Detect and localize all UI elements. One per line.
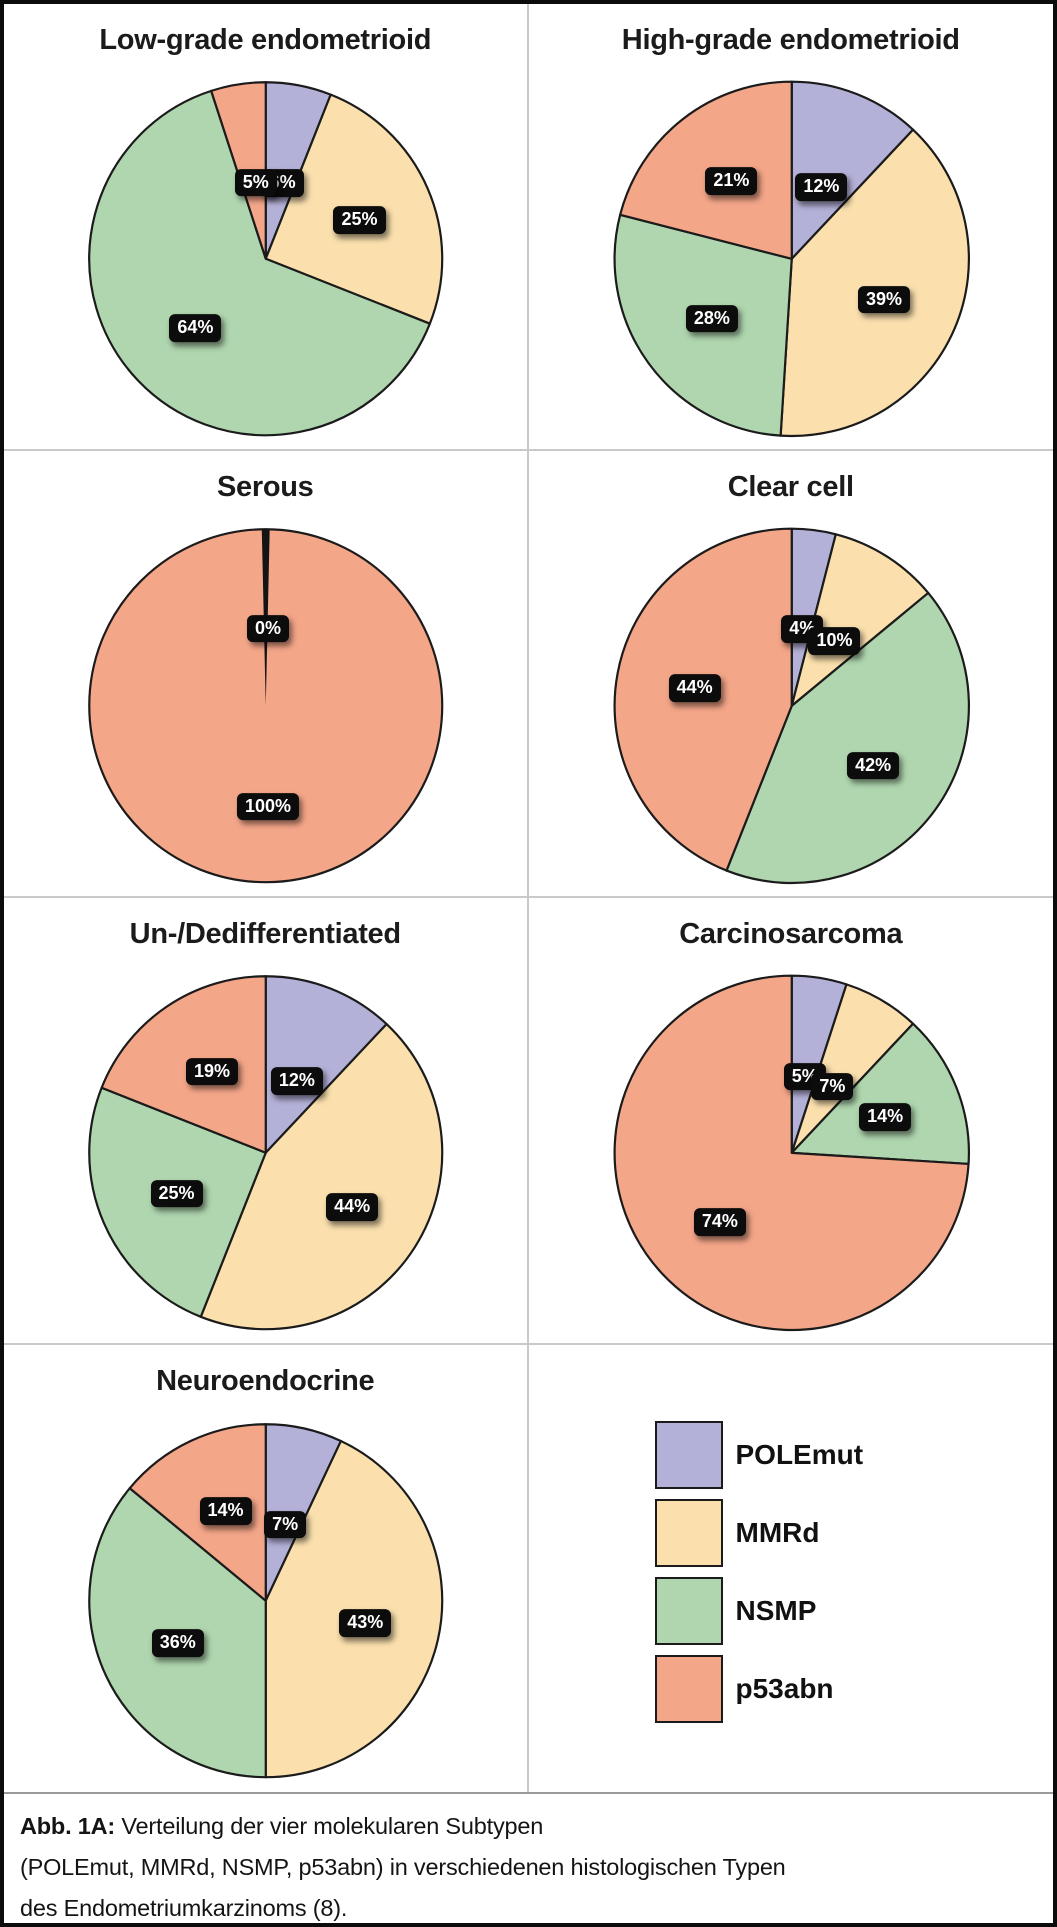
pie-panel-high-grade-endometrioid: High-grade endometrioid 12% 39% 28% 21%: [528, 4, 1053, 451]
slice-label: 42%: [847, 751, 900, 780]
pie-slice-nsmp: [724, 591, 970, 885]
pie-chart: [88, 1423, 444, 1779]
slice-label: 0%: [246, 614, 290, 643]
slice-label: 10%: [808, 626, 861, 655]
pie-slice-mmrd: [779, 128, 970, 438]
pie-slice-polemut: [790, 80, 914, 260]
legend-item-nsmp: NSMP: [654, 1577, 864, 1645]
pie-slice-mmrd: [199, 1022, 444, 1331]
slice-label: 5%: [234, 168, 277, 197]
pie-chart: [613, 974, 970, 1332]
slice-label: 28%: [685, 304, 738, 333]
legend: POLEmut MMRd NSMP p53abn: [654, 1421, 864, 1723]
legend-panel: POLEmut MMRd NSMP p53abn: [528, 1345, 1053, 1792]
panel-title: Serous: [216, 471, 314, 503]
panel-title: Carcinosarcoma: [679, 918, 903, 950]
caption-line-1-text: Verteilung der vier molekularen Subtypen: [115, 1813, 544, 1839]
slice-label: 43%: [339, 1608, 392, 1637]
slice-label: 39%: [857, 285, 910, 314]
caption-line-2: (POLEmut, MMRd, NSMP, p53abn) in verschi…: [20, 1854, 786, 1880]
slice-label: 44%: [326, 1193, 379, 1222]
pie-panel-carcinosarcoma: Carcinosarcoma 5%7%14%74%: [528, 898, 1053, 1345]
slice-label: 21%: [705, 167, 758, 196]
legend-item-polemut: POLEmut: [654, 1421, 864, 1489]
legend-swatch-nsmp: [654, 1577, 723, 1645]
pie-chart: [88, 528, 444, 884]
slice-label: 36%: [151, 1629, 204, 1658]
slice-label: 25%: [333, 206, 386, 235]
panel-title: High-grade endometrioid: [621, 24, 960, 56]
legend-label: POLEmut: [735, 1439, 864, 1470]
slice-label: 7%: [811, 1072, 854, 1101]
legend-label: MMRd: [735, 1517, 820, 1548]
pie-panel-low-grade-endometrioid: Low-grade endometrioid 6%25%64%5%: [4, 4, 529, 451]
slice-label: 14%: [859, 1103, 912, 1132]
panel-title: Clear cell: [727, 471, 854, 503]
pie-slice-polemut: [264, 975, 388, 1154]
slice-label: 44%: [668, 674, 721, 703]
pie-panel-clear-cell: Clear cell 4%10%42%44%: [528, 451, 1053, 898]
pie-panel-neuroendocrine: Neuroendocrine 7% 43% 36% 14%: [4, 1345, 529, 1792]
pie-slice-p53abn: [128, 1423, 267, 1602]
chart-grid: Low-grade endometrioid 6%25%64%5% High-g…: [4, 4, 1053, 1792]
slice-label: 25%: [150, 1179, 203, 1208]
panel-title: Neuroendocrine: [156, 1365, 375, 1397]
pie-panel-un-dedifferentiated: Un-/Dedifferentiated 12% 44% 25% 19%: [4, 898, 529, 1345]
legend-swatch-polemut: [654, 1421, 723, 1489]
pie-panel-serous: Serous 0% 100%: [4, 451, 529, 898]
slice-label: 74%: [693, 1208, 746, 1237]
pie-chart: [613, 80, 970, 438]
slice-label: 19%: [185, 1057, 238, 1086]
slice-label: 7%: [264, 1510, 307, 1539]
legend-label: p53abn: [735, 1673, 834, 1704]
caption: Abb. 1A: Verteilung der vier molekularen…: [4, 1792, 1053, 1923]
caption-prefix: Abb. 1A:: [20, 1813, 116, 1839]
pie-chart: [88, 975, 444, 1331]
slice-label: 14%: [199, 1496, 252, 1525]
slice-label: 64%: [169, 314, 222, 343]
panel-title: Un-/Dedifferentiated: [129, 918, 401, 950]
pie-slice-p53abn: [613, 974, 970, 1332]
legend-item-mmrd: MMRd: [654, 1499, 864, 1567]
slice-label: 100%: [236, 792, 300, 821]
panel-title: Low-grade endometrioid: [99, 24, 432, 56]
pie-slice-nsmp: [88, 89, 431, 437]
legend-swatch-mmrd: [654, 1499, 723, 1567]
caption-line-1: Abb. 1A: Verteilung der vier molekularen…: [20, 1806, 1035, 1847]
slice-label: 12%: [795, 173, 848, 202]
pie-slice-mmrd: [790, 533, 929, 707]
pie-slice-p53abn: [100, 975, 267, 1154]
legend-swatch-p53abn: [654, 1655, 723, 1723]
legend-item-p53abn: p53abn: [654, 1655, 864, 1723]
pie-chart: [613, 527, 970, 885]
caption-line-3: des Endometriumkarzinoms (8).: [20, 1895, 348, 1921]
slice-label: 12%: [270, 1067, 323, 1096]
pie-slice-nsmp: [790, 1022, 970, 1166]
pie-chart: [88, 81, 444, 437]
legend-label: NSMP: [735, 1595, 817, 1626]
